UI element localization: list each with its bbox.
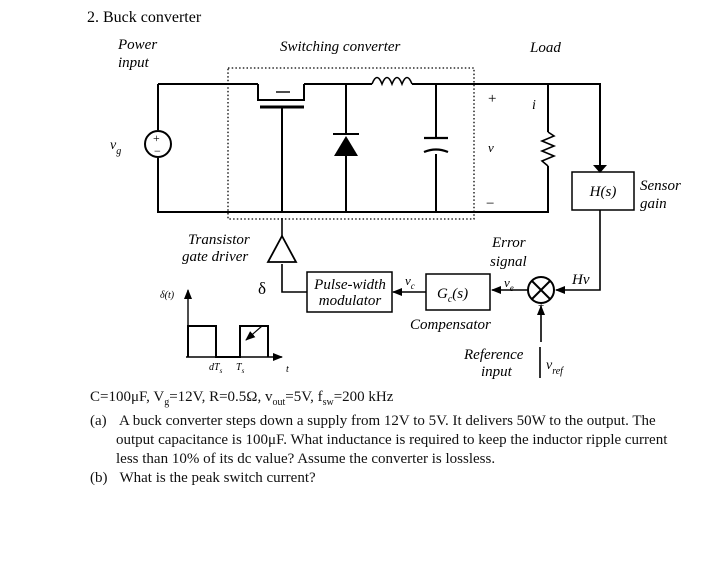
time-axis-label: t [286,364,289,375]
switching-converter-label: Switching converter [280,39,401,55]
hv-label: Hv [571,272,590,288]
load-resistor [539,131,557,167]
ts-label: Ts [236,362,245,375]
mosfet-switch [257,84,305,212]
question-b-text: What is the peak switch current? [119,470,316,486]
pwm-label-2: modulator [319,293,382,309]
error-signal-label-2: signal [490,254,527,270]
voltage-source: + − [144,130,172,158]
sensor-block [571,171,635,211]
vg-label: vg [110,138,121,157]
switching-waveform: δ(t) dTs Ts t [160,289,289,375]
sensor-gain-label-2: gain [640,196,667,212]
gate-driver-label-2: gate driver [182,249,248,265]
source-plus: + [153,131,160,145]
converter-boundary [227,67,475,220]
load-current-label: i [532,98,536,113]
reference-label-2: input [481,364,513,380]
output-plus: + [488,91,496,107]
output-minus: − [486,196,494,212]
compensator-label: Compensator [410,317,491,333]
reference-label-1: Reference [463,347,524,363]
output-v-label: v [488,140,494,155]
load-label: Load [529,40,561,56]
delta-wire [281,264,307,293]
problem-text: C=100μF, Vg=12V, R=0.5Ω, vout=5V, fsw=20… [90,388,690,488]
sensor-transfer-function: H(s) [589,184,617,200]
power-input-label-2: input [118,55,150,71]
given-values: C=100μF, Vg=12V, R=0.5Ω, vout=5V, fsw=20… [90,389,394,408]
dts-label: dTs [209,362,223,375]
question-b: (b) What is the peak switch current? [90,469,690,488]
gate-driver-label-1: Transistor [188,232,250,248]
sensor-gain-label-1: Sensor [640,178,681,194]
compensator-block [425,273,491,311]
compensator-transfer-function: Gc(s) [437,286,468,305]
buck-converter-diagram: 2. Buck converter Power input Switching … [87,9,681,380]
output-capacitor [423,136,449,154]
top-wire-right [412,83,549,132]
power-input-label-1: Power [117,37,157,53]
ve-label: ve [504,275,514,293]
summing-junction: + [527,276,555,312]
delta-label: δ [258,279,266,298]
delta-t-label: δ(t) [160,290,175,301]
inductor [371,76,413,87]
pwm-block [306,271,393,313]
diode [333,133,359,156]
problem-title: 2. Buck converter [87,9,202,26]
question-a: (a) A buck converter steps down a supply… [90,412,690,469]
sensor-input-arrow [593,165,607,173]
source-minus: − [154,144,161,158]
sense-wire [548,83,601,165]
waveform-pointer [245,325,263,341]
bottom-wire [157,158,549,213]
question-b-label: (b) [90,470,108,486]
error-signal-label-1: Error [491,235,526,251]
question-a-text: A buck converter steps down a supply fro… [116,413,668,467]
vc-label: vc [405,273,415,291]
gate-driver-triangle [266,234,298,263]
vref-label: vref [546,358,564,377]
waveform-pulses [187,325,269,358]
pwm-label-1: Pulse-width [313,277,386,293]
feedback-wire [555,210,601,294]
question-a-label: (a) [90,413,107,429]
